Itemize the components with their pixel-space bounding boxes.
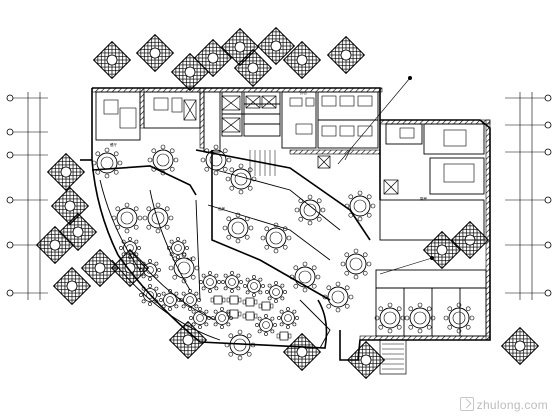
stairs-and-lifts: [183, 95, 407, 375]
hatched-walls: [91, 87, 491, 341]
svg-text:厨房: 厨房: [420, 196, 428, 201]
private-room-tables: [91, 144, 475, 361]
west-hall-arcs: [99, 169, 341, 349]
right-axis-bubbles: [544, 94, 552, 297]
watermark-text: zhulong.com: [476, 398, 548, 412]
watermark: zhulong.com: [459, 397, 548, 412]
left-axis-lines: [10, 92, 48, 300]
hall-square-tables: [210, 295, 292, 341]
hall-round-tables: [119, 236, 300, 337]
interior-partitions: [95, 91, 487, 337]
leader-lines: [337, 77, 433, 275]
svg-text:包房: 包房: [218, 206, 225, 211]
left-axis-bubbles: [6, 94, 14, 297]
room-labels: 餐厅 包房 大厅 厨房 办公: [110, 90, 428, 261]
office-furniture: [103, 95, 475, 183]
svg-text:办公: 办公: [300, 90, 308, 95]
svg-text:餐厅: 餐厅: [110, 142, 117, 147]
zhulong-logo-icon: [459, 397, 474, 411]
svg-text:大厅: 大厅: [186, 256, 193, 261]
right-axis-lines: [505, 92, 548, 300]
leader-markers: [408, 76, 434, 260]
